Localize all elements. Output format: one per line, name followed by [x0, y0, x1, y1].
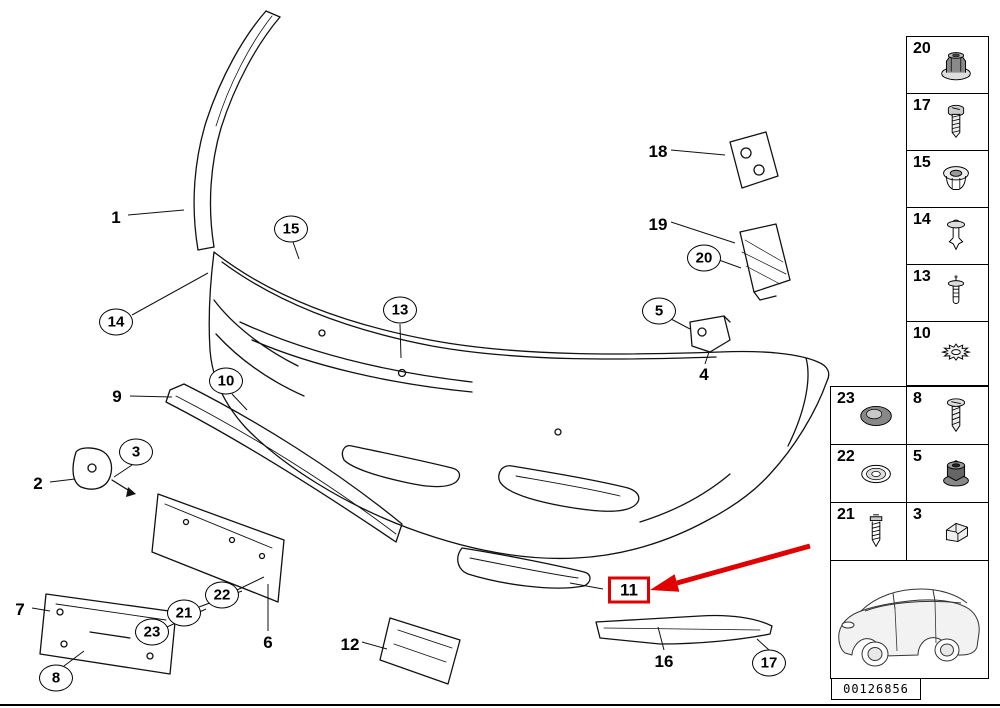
blind-rivet-icon	[947, 275, 964, 304]
part-label: 5	[913, 448, 922, 465]
callout-2[interactable]: 2	[33, 474, 43, 493]
self-tapping-screw-icon	[869, 513, 882, 547]
part-label: 13	[913, 268, 931, 285]
callout-10[interactable]: 10	[209, 367, 243, 395]
expanding-grommet-icon	[942, 166, 969, 190]
part-label: 22	[837, 448, 855, 465]
callout-16[interactable]: 16	[654, 652, 674, 671]
flange-nut-icon	[940, 52, 971, 81]
callout-9[interactable]: 9	[112, 387, 122, 406]
callout-14[interactable]: 14	[99, 308, 133, 336]
sidebar-part-13[interactable]: 13	[906, 264, 989, 322]
callout-8[interactable]: 8	[39, 664, 73, 692]
callout-4[interactable]: 4	[699, 365, 709, 384]
highlight-arrow	[650, 543, 811, 592]
flange-nut-dark-icon	[942, 459, 969, 486]
clip-bracket-icon	[945, 522, 968, 542]
sidebar-part-21[interactable]: 21	[830, 502, 907, 561]
vehicle-thumbnail	[830, 560, 989, 679]
part-label: 10	[913, 325, 931, 342]
callout-13[interactable]: 13	[383, 296, 417, 324]
star-washer-icon	[940, 342, 971, 361]
callout-11-highlighted[interactable]: 11	[608, 576, 650, 604]
sidebar-part-15[interactable]: 15	[906, 150, 989, 208]
part-label: 23	[837, 390, 855, 407]
sidebar-part-10[interactable]: 10	[906, 321, 989, 386]
callout-15[interactable]: 15	[274, 215, 308, 243]
callout-17[interactable]: 17	[752, 649, 786, 677]
bumper-line-art	[31, 10, 830, 685]
part-label: 21	[837, 506, 855, 523]
part-label: 15	[913, 154, 931, 171]
callout-21[interactable]: 21	[167, 599, 201, 627]
callout-1[interactable]: 1	[111, 208, 121, 227]
sidebar-part-14[interactable]: 14	[906, 207, 989, 265]
callout-20[interactable]: 20	[687, 244, 721, 272]
callout-19[interactable]: 19	[648, 215, 668, 234]
callout-18[interactable]: 18	[648, 142, 668, 161]
sidebar-part-3[interactable]: 3	[906, 502, 989, 561]
machine-screw-icon	[947, 104, 964, 139]
part-label: 14	[913, 211, 931, 228]
page-bottom-rule	[0, 704, 1000, 706]
part-label: 17	[913, 97, 931, 114]
sidebar-part-23[interactable]: 23	[830, 386, 907, 445]
tapping-screw-icon	[946, 397, 965, 432]
grommet-icon	[860, 464, 891, 483]
callout-7[interactable]: 7	[15, 600, 25, 619]
callout-23[interactable]: 23	[135, 618, 169, 646]
sidebar-part-8[interactable]: 8	[906, 386, 989, 445]
drawing-number: 00126856	[843, 682, 909, 696]
callout-3[interactable]: 3	[119, 438, 153, 466]
drawing-number-box: 00126856	[831, 678, 921, 700]
part-label: 3	[913, 506, 922, 523]
blanking-plug-icon	[859, 405, 892, 426]
bmw-sedan-icon	[838, 588, 980, 667]
sidebar-part-17[interactable]: 17	[906, 93, 989, 151]
sidebar-part-5[interactable]: 5	[906, 444, 989, 503]
expansion-rivet-icon	[946, 219, 965, 251]
sidebar-part-22[interactable]: 22	[830, 444, 907, 503]
part-label: 8	[913, 390, 922, 407]
callout-12[interactable]: 12	[340, 635, 360, 654]
callout-6[interactable]: 6	[263, 633, 273, 652]
callout-5[interactable]: 5	[642, 297, 676, 325]
part-label: 20	[913, 40, 931, 57]
sidebar-part-20[interactable]: 20	[906, 36, 989, 94]
callout-22[interactable]: 22	[205, 581, 239, 609]
